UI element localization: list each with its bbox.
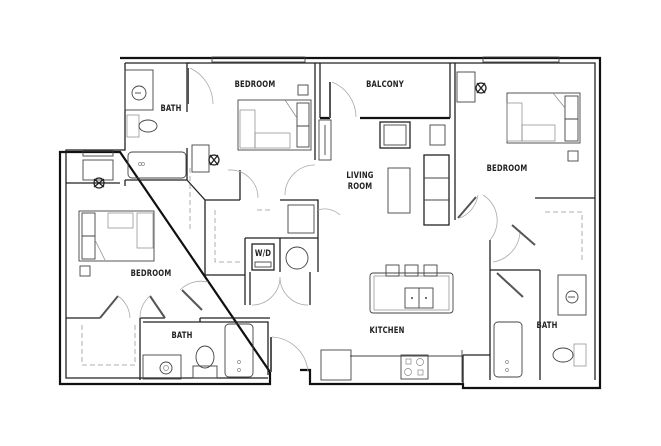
room-label-bedroom-1: BEDROOM — [234, 80, 276, 90]
room-label-bath-2: BATH — [171, 331, 193, 341]
exterior-walls — [58, 56, 602, 390]
interior-walls — [66, 62, 595, 384]
closet-rods — [81, 168, 583, 366]
room-label-bedroom-2: BEDROOM — [486, 164, 528, 174]
bedroom-2-fixtures — [456, 71, 581, 162]
kitchen-fixtures — [320, 264, 463, 382]
bedroom-1-fixtures — [191, 84, 312, 173]
room-label-bath-1: BATH — [160, 104, 182, 114]
room-label-bath-3: BATH — [536, 321, 558, 331]
room-label-balcony: BALCONY — [366, 80, 404, 90]
room-label-living-line1: LIVING — [346, 171, 374, 181]
windows — [82, 56, 560, 157]
bath-3-fixtures — [493, 274, 587, 378]
bedroom-3-fixtures — [78, 159, 155, 277]
washer-dryer-label: W/D — [254, 249, 272, 259]
room-label-bedroom-3: BEDROOM — [130, 269, 172, 279]
laundry-fixtures — [251, 243, 309, 271]
room-label-kitchen: KITCHEN — [369, 326, 405, 336]
bath-1-fixtures — [124, 69, 187, 179]
room-label-living-line2: ROOM — [347, 182, 373, 192]
living-fixtures — [287, 119, 450, 234]
bath-2-fixtures — [142, 323, 254, 380]
doors — [99, 67, 536, 373]
